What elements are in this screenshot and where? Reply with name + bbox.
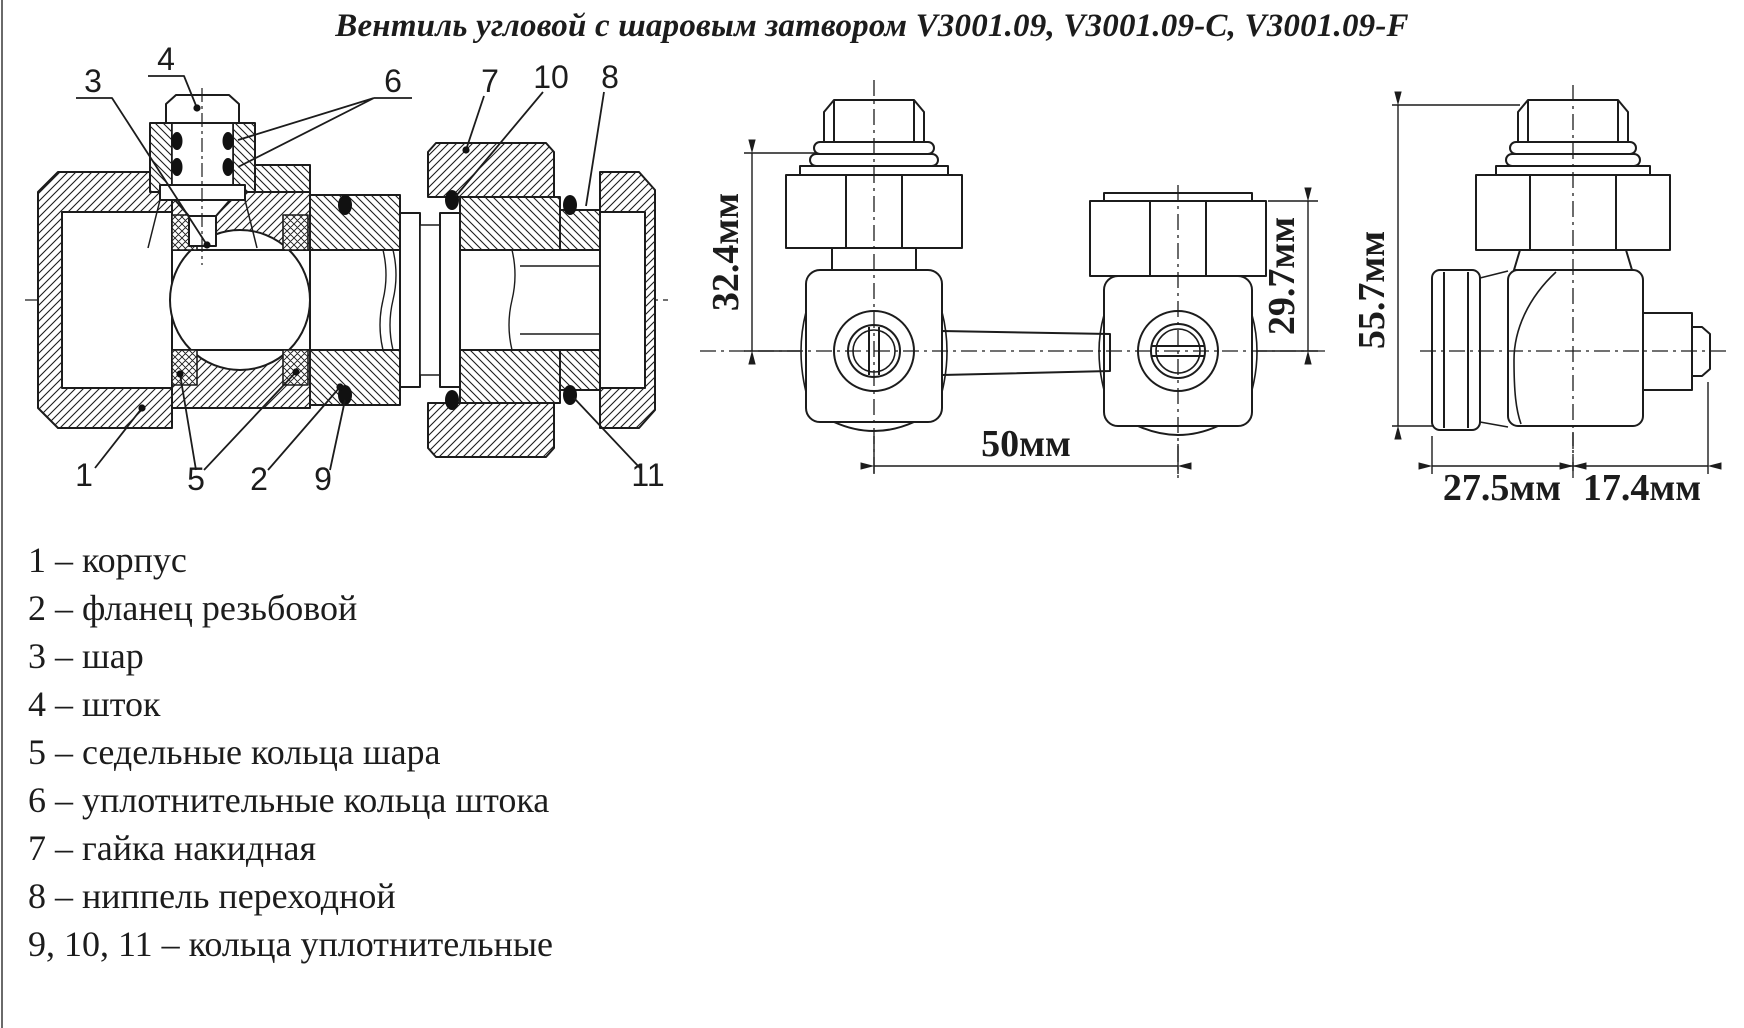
nipple-tip [1691,326,1711,377]
callout-leaders [76,75,641,471]
legend-item-2: 2 – фланец резьбовой [28,588,358,628]
flange-top [309,194,401,251]
legend-item-6: 6 – уплотнительные кольца штока [28,780,550,820]
side-port [1431,269,1481,431]
stem-shoulder [254,164,311,193]
drawing-title: Вентиль угловой с шаровым затвором V3001… [335,8,1409,44]
union-nut-bottom [427,402,555,458]
callout-11: 11 [631,457,664,493]
front-view: 32.4мм 29.7мм 50мм [700,80,1330,478]
legend-item-9-10-11: 9, 10, 11 – кольца уплотнительные [28,924,554,964]
legend-item-7: 7 – гайка накидная [28,828,317,868]
legend-item-8: 8 – ниппель переходной [28,876,396,916]
dim-left: 27.5мм [1443,467,1561,509]
callout-5: 5 [187,461,205,497]
callout-7: 7 [481,63,499,99]
callout-9: 9 [314,461,332,497]
inlet-bore [61,211,173,389]
dim-right: 17.4мм [1583,467,1701,509]
stem-gland-left [149,122,173,193]
legend-item-5: 5 – седельные кольца шара [28,732,441,772]
valve-body [1507,269,1644,427]
legend-item-4: 4 – шток [28,684,161,724]
parts-legend: 1 – корпус 2 – фланец резьбовой 3 – шар … [28,536,553,968]
dim-height-left: 32.4мм [705,193,747,311]
union-gap [419,224,441,376]
side-dimensions [1392,91,1722,474]
callout-10: 10 [533,59,569,95]
seat-ring [282,214,309,251]
legend-item-1: 1 – корпус [28,540,187,580]
side-view: 55.7мм 27.5мм 17.4мм [1351,85,1728,509]
flange-face [399,212,421,388]
union-nut-top [427,142,555,198]
seat-ring [282,349,309,386]
nipple-top [459,196,561,251]
stem-o-ring [222,158,234,176]
stem-o-ring [171,158,183,176]
o-ring-10 [445,190,459,210]
outlet-bore [599,211,646,389]
leader-dots [138,104,470,412]
nipple-bottom [459,349,561,404]
o-ring-11 [563,385,577,405]
dim-height-right: 29.7мм [1261,217,1303,335]
front-dimensions [744,139,1318,474]
callout-8: 8 [601,59,619,95]
callout-2: 2 [250,461,268,497]
ball-bottom-arc [833,421,915,432]
callout-4: 4 [157,41,175,77]
body-curve [1513,271,1557,425]
callout-6: 6 [384,63,402,99]
callout-3: 3 [84,63,102,99]
o-ring-9 [338,195,352,215]
boss-circle [833,310,915,392]
dim-height: 55.7мм [1351,231,1393,349]
seat-ring [171,349,198,386]
flange-bottom [309,349,401,406]
callout-1: 1 [75,457,93,493]
o-ring-11 [563,195,577,215]
dim-span: 50мм [981,423,1071,465]
o-ring-10 [445,390,459,410]
stem-o-ring [222,132,234,150]
valve-body [1103,275,1253,427]
connecting-bar [941,330,1111,376]
section-view: 3 4 6 7 10 8 1 5 2 9 11 [25,41,668,497]
nipple-face [439,212,461,388]
legend-item-3: 3 – шар [28,636,144,676]
page-border-line [1,0,3,1028]
stem-gland-right [232,122,256,193]
stem-o-ring [171,132,183,150]
